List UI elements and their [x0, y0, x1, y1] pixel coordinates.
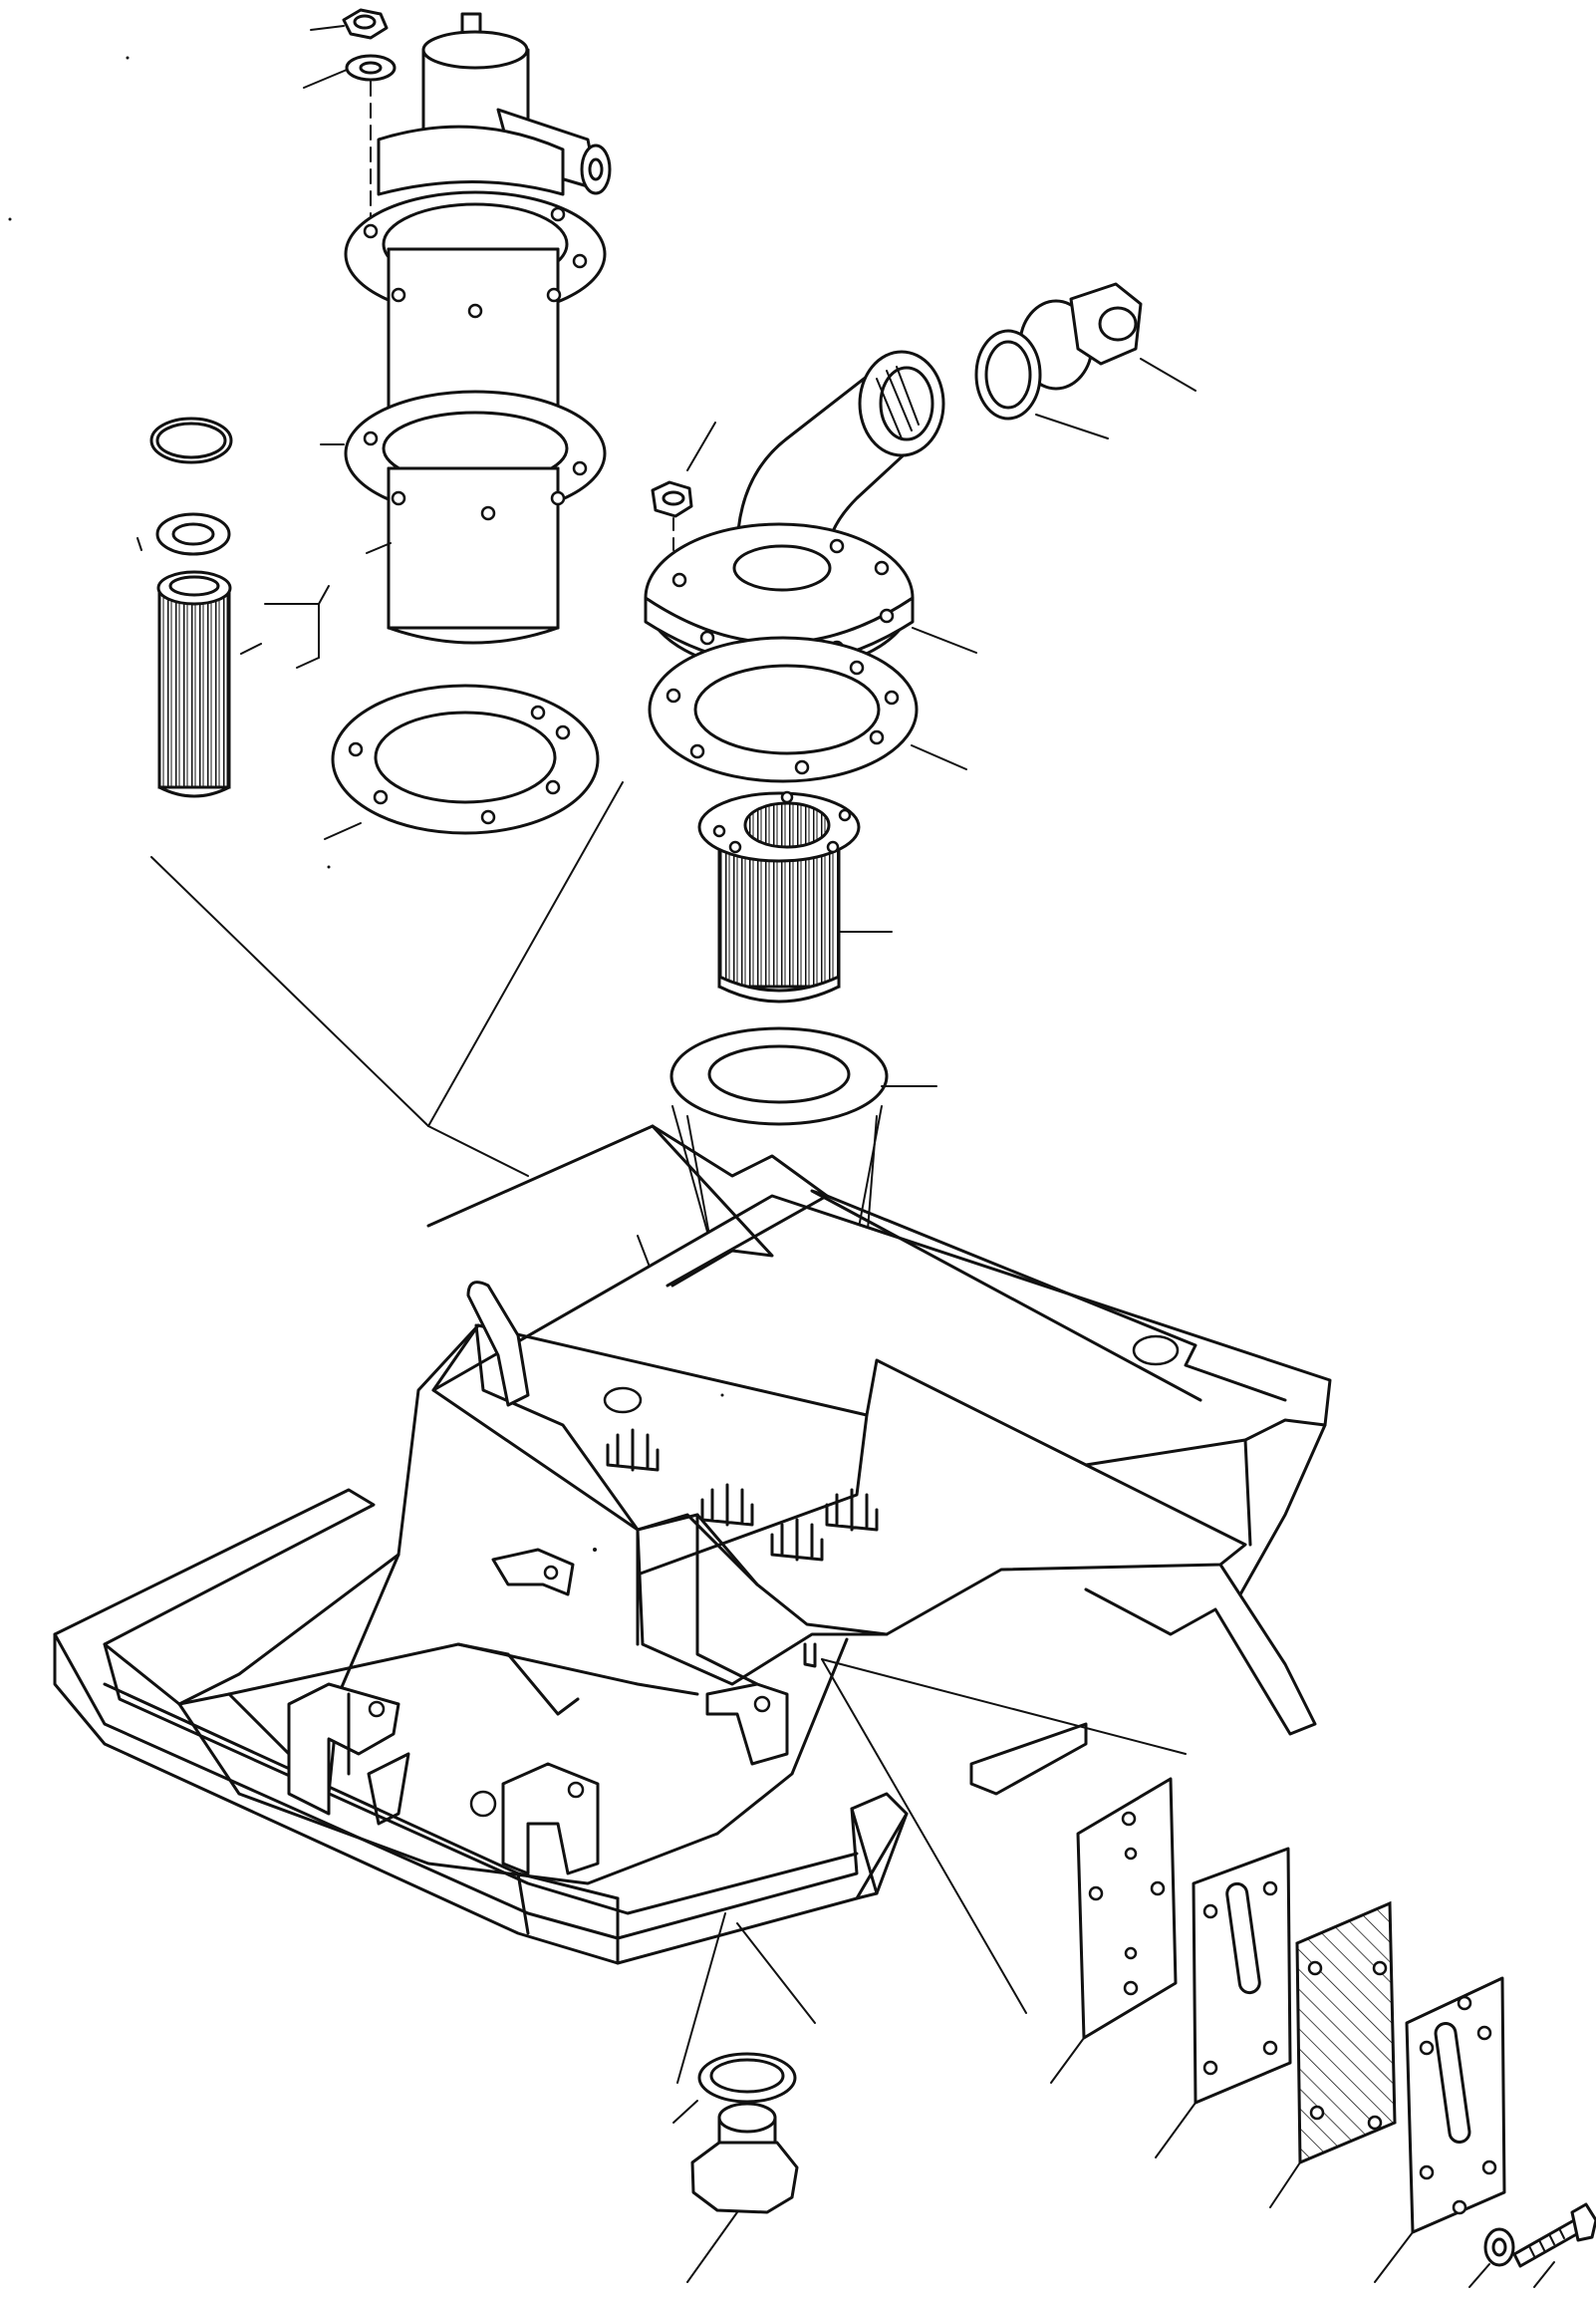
strainer-gasket	[669, 1026, 937, 1126]
cartridge-filter	[156, 570, 330, 798]
gauge-bolt	[1512, 2202, 1596, 2288]
o-ring	[149, 417, 233, 464]
gasket-large	[324, 684, 600, 840]
gauge-washer	[1468, 2227, 1515, 2288]
top-nut	[310, 8, 389, 40]
small-washer	[136, 512, 231, 556]
filler-plug	[1018, 282, 1197, 392]
breather-assembly	[136, 8, 612, 840]
filler-neck-assembly	[644, 282, 1197, 1126]
drain-plug	[672, 2052, 799, 2283]
hydraulic-tank	[53, 1124, 1332, 2084]
gauge-gasket	[1155, 1847, 1292, 2158]
filler-seal-ring	[974, 329, 1109, 439]
flange-gasket	[648, 636, 967, 783]
strainer-basket	[697, 790, 893, 1004]
gauge-backplate	[1050, 1777, 1178, 2084]
nut	[651, 422, 716, 579]
strainer-tube	[320, 125, 607, 645]
breather-cap	[421, 12, 612, 195]
level-gauge	[1050, 1777, 1596, 2288]
filler-pipe	[735, 350, 945, 560]
top-washer	[303, 54, 397, 230]
gauge-glass	[1269, 1900, 1397, 2208]
gauge-cover	[1374, 1976, 1506, 2283]
stud-cluster	[606, 1428, 879, 1562]
